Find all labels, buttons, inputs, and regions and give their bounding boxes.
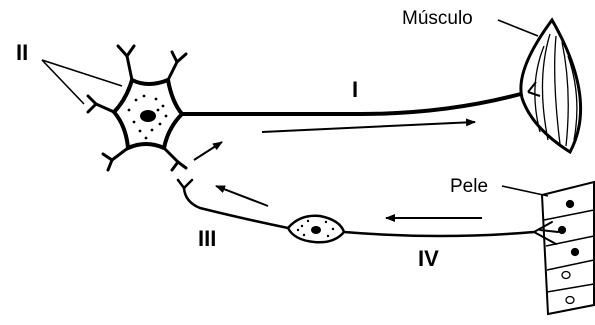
label-IV: IV (418, 246, 439, 271)
label-I: I (352, 77, 358, 102)
arrow-along-axon (262, 122, 475, 132)
arrow-to-motor-neuron (194, 142, 222, 160)
label-skin: Pele (450, 176, 488, 197)
sensory-fiber-peripheral (344, 232, 534, 236)
impulse-direction-arrows (194, 122, 482, 218)
arrow-interneuron (216, 186, 268, 206)
label-III: III (198, 226, 216, 251)
leader-line-muscle (498, 20, 538, 36)
sensory-neuron-cell-body (288, 216, 344, 243)
label-II: II (16, 40, 28, 65)
leader-line-skin (502, 186, 548, 196)
motor-neuron-nucleus (140, 110, 156, 122)
muscle (521, 20, 581, 152)
sensory-terminal (178, 180, 192, 188)
sensory-neuron-nucleus (311, 226, 321, 234)
skin (534, 182, 594, 314)
motor-neuron-cell-body (114, 80, 182, 148)
label-muscle: Músculo (402, 8, 473, 29)
